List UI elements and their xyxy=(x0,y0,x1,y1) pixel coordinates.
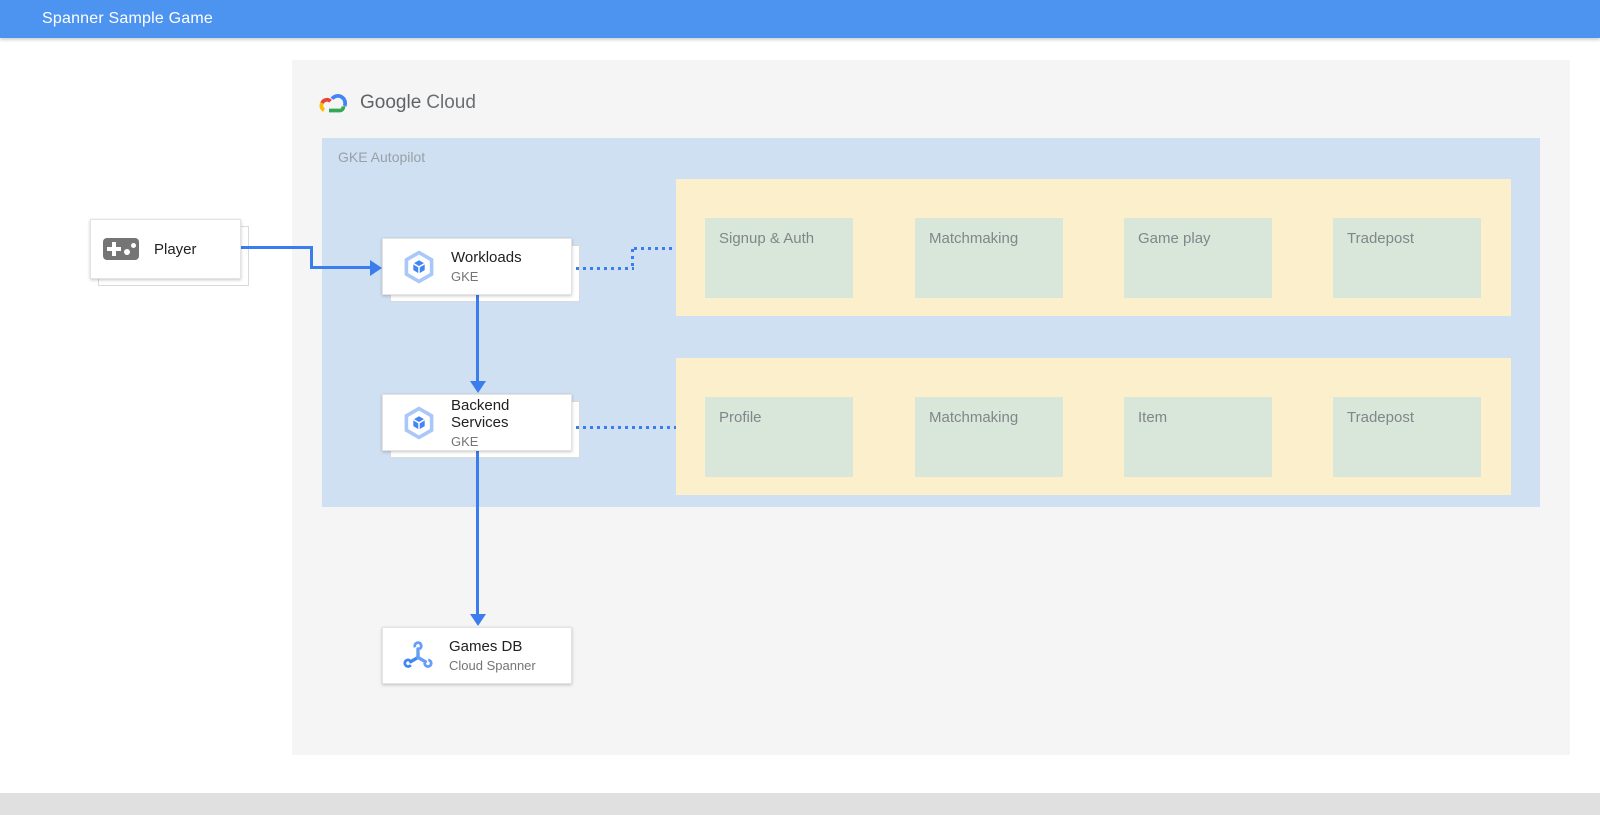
dotted-connector-backend-services xyxy=(576,426,676,429)
logo-text-google: Google xyxy=(360,92,422,113)
footer-bar xyxy=(0,793,1600,815)
workloads-subtitle: GKE xyxy=(451,269,479,284)
games-db-title: Games DB xyxy=(449,638,523,655)
connector-player-workloads xyxy=(241,246,313,249)
service-box-tradepost-2: Tradepost xyxy=(1333,397,1481,477)
service-box-game-play: Game play xyxy=(1124,218,1272,298)
arrowhead-down-icon xyxy=(470,381,486,393)
google-cloud-icon xyxy=(318,90,350,116)
player-node: Player xyxy=(90,219,241,279)
games-db-subtitle: Cloud Spanner xyxy=(449,658,536,673)
games-db-node: Games DB Cloud Spanner xyxy=(382,627,572,684)
service-label: Matchmaking xyxy=(929,409,1019,426)
backend-services-title: Backend Services xyxy=(451,396,510,431)
service-box-matchmaking-1: Matchmaking xyxy=(915,218,1063,298)
service-box-item: Item xyxy=(1124,397,1272,477)
gke-icon xyxy=(401,405,437,441)
backend-services-subtitle: GKE xyxy=(451,433,479,449)
gke-autopilot-container: GKE Autopilot Signup & Auth Matchmaking … xyxy=(322,138,1540,507)
service-label: Tradepost xyxy=(1347,409,1414,426)
gke-icon xyxy=(401,249,437,285)
workloads-title: Workloads xyxy=(451,249,522,266)
dotted-connector-workloads-services xyxy=(631,249,634,269)
connector-backend-gamesdb xyxy=(476,451,479,614)
service-label: Matchmaking xyxy=(929,230,1019,247)
workloads-node: Workloads GKE xyxy=(382,238,572,295)
service-label: Tradepost xyxy=(1347,230,1414,247)
service-box-tradepost-1: Tradepost xyxy=(1333,218,1481,298)
dotted-connector-workloads-services xyxy=(576,267,634,270)
service-group-row-1: Signup & Auth Matchmaking Game play Trad… xyxy=(676,179,1511,316)
header-bar: Spanner Sample Game xyxy=(0,0,1600,38)
arrowhead-down-icon xyxy=(470,614,486,626)
logo-text-cloud: Cloud xyxy=(426,92,476,113)
connector-player-workloads xyxy=(310,246,313,269)
gamepad-icon xyxy=(103,238,139,260)
service-box-profile: Profile xyxy=(705,397,853,477)
service-label: Profile xyxy=(719,409,762,426)
dotted-connector-workloads-services xyxy=(634,247,676,250)
gke-autopilot-label: GKE Autopilot xyxy=(338,149,426,165)
connector-workloads-backend xyxy=(476,295,479,381)
page-title: Spanner Sample Game xyxy=(42,10,214,27)
cloud-spanner-icon xyxy=(401,639,435,673)
connector-player-workloads xyxy=(310,266,370,269)
service-label: Signup & Auth xyxy=(719,230,815,247)
service-box-matchmaking-2: Matchmaking xyxy=(915,397,1063,477)
arrowhead-right-icon xyxy=(370,260,382,276)
service-label: Item xyxy=(1138,409,1168,426)
service-box-signup-auth: Signup & Auth xyxy=(705,218,853,298)
player-label: Player xyxy=(154,240,197,258)
backend-services-node: Backend Services GKE xyxy=(382,394,572,451)
service-label: Game play xyxy=(1138,230,1211,247)
service-group-row-2: Profile Matchmaking Item Tradepost xyxy=(676,358,1511,495)
